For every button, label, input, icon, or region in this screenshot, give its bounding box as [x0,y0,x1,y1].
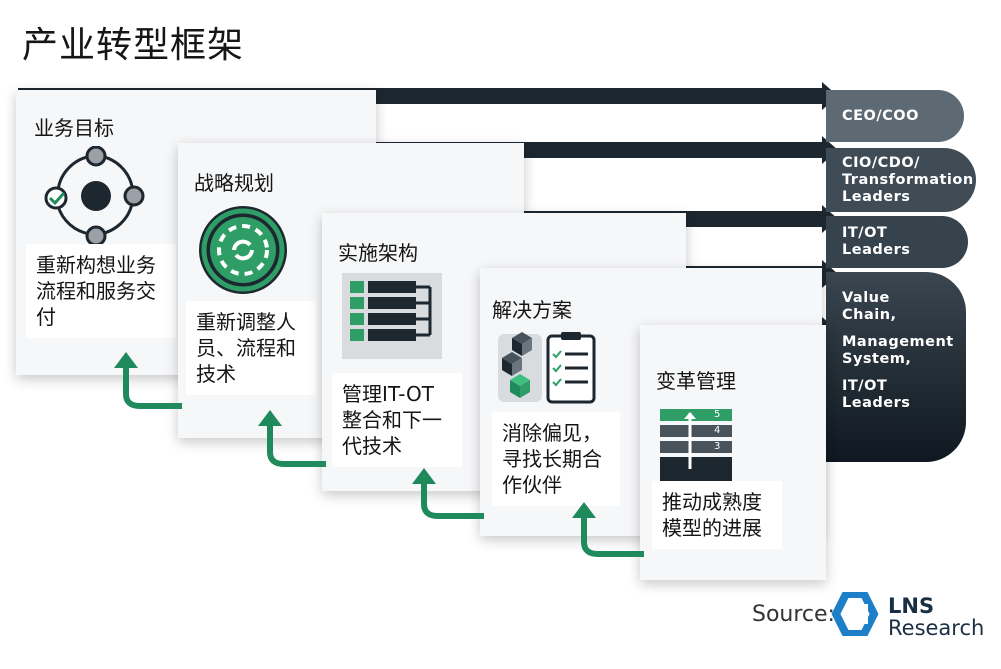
stage-description: 管理IT-OT整合和下一代技术 [332,373,462,467]
role-cio-cdo: CIO/CDO/ Transformation Leaders [826,148,976,212]
green-arrow-1 [114,352,182,409]
stage-description: 重新构想业务流程和服务交付 [26,244,176,338]
lns-logo-icon [831,592,879,636]
lns-research-logo: LNS Research [888,594,985,640]
role-value-chain: Value Chain, Management System, IT/OT Le… [826,272,966,462]
stage-description: 重新调整人员、流程和技术 [186,301,316,395]
process-cycle-icon [44,146,145,246]
level-4-label: 4 [714,425,721,436]
server-stack-icon [342,273,442,359]
sync-circle-icon [199,206,287,294]
stage-label: 解决方案 [492,298,572,322]
level-5-label: 5 [714,409,721,420]
maturity-levels-icon: 5 4 3 [660,409,732,481]
checklist-cubes-icon [498,332,596,404]
stage-label: 变革管理 [656,369,736,393]
role-ceo-coo: CEO/COO [826,90,964,142]
green-arrow-3 [412,468,484,519]
source-label: Source: [752,602,835,627]
stage-description: 推动成熟度模型的进展 [652,481,782,549]
stage-label: 业务目标 [34,116,114,140]
green-arrow-2 [258,410,326,467]
level-3-label: 3 [714,441,721,452]
green-arrow-4 [572,502,644,557]
stage-card-change-management: 变革管理 5 4 3 推动成熟度模型的进展 [640,325,826,580]
stage-description: 消除偏见，寻找长期合作伙伴 [492,412,620,506]
stage-label: 实施架构 [338,241,418,265]
stage-label: 战略规划 [194,171,274,195]
diagram-title: 产业转型框架 [22,25,245,66]
role-it-ot-leaders: IT/OT Leaders [826,216,968,268]
